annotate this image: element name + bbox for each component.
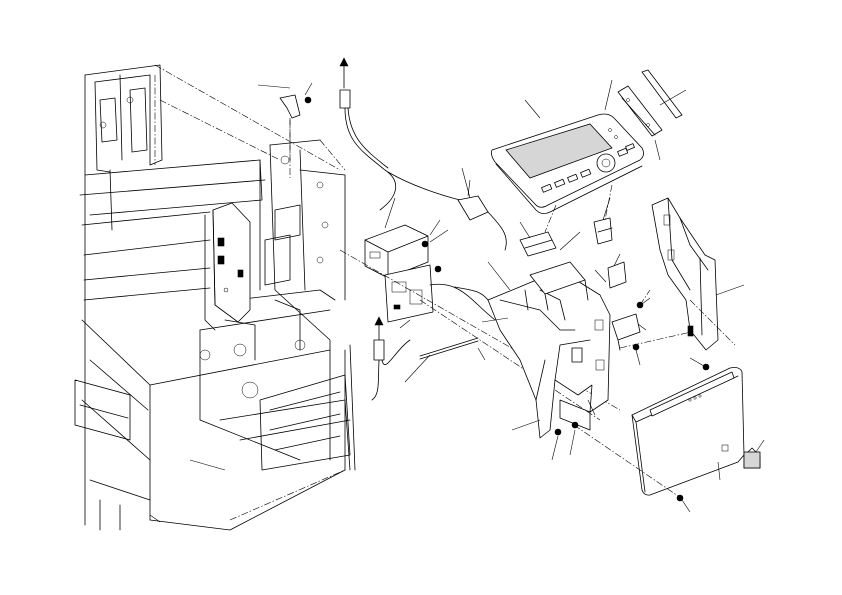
panel-housing xyxy=(454,261,611,461)
left-bracket xyxy=(212,202,251,323)
panel-cover xyxy=(617,69,687,161)
board-bracket xyxy=(364,197,449,279)
front-cover xyxy=(573,357,745,513)
frame-outline-dashed xyxy=(154,64,346,521)
main-frame xyxy=(74,64,356,531)
power-cable xyxy=(339,57,461,211)
circuit-board xyxy=(371,264,434,401)
label-sticker xyxy=(743,439,765,469)
rod xyxy=(404,337,486,383)
top-small-bracket xyxy=(257,82,313,178)
leader-lines xyxy=(149,179,471,523)
right-side-cover xyxy=(651,197,745,351)
operation-panel xyxy=(491,79,644,214)
small-bracket-right xyxy=(611,289,701,366)
hinge-brackets xyxy=(519,184,627,289)
